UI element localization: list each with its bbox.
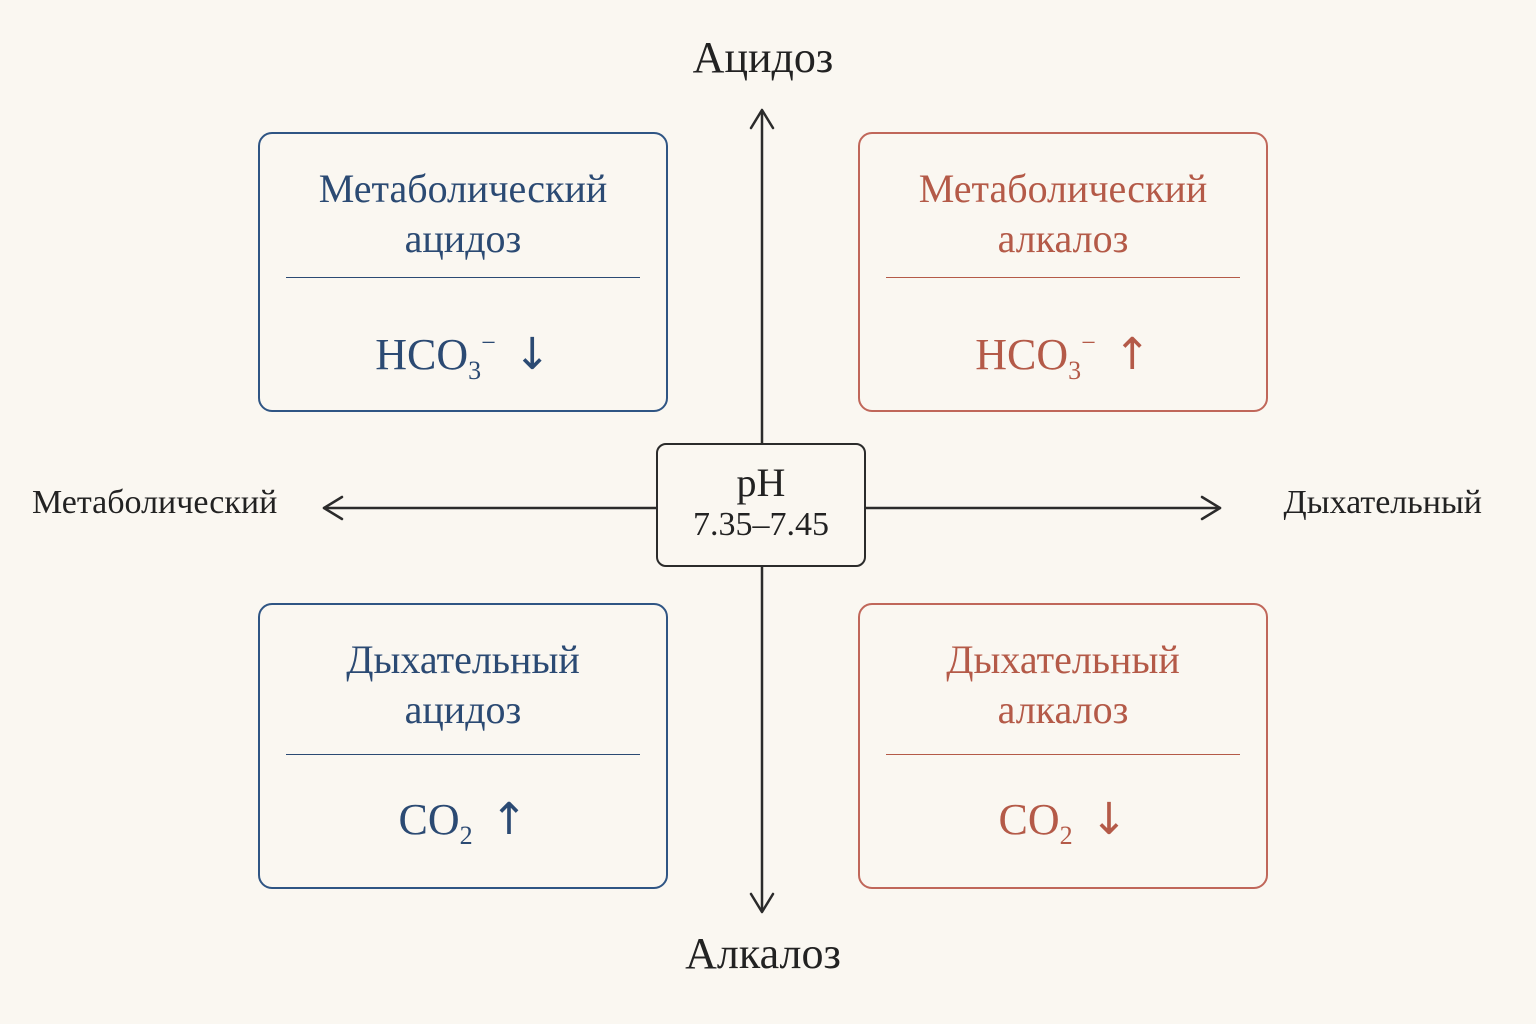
card-divider [286, 277, 640, 278]
arrowhead-down-icon [749, 892, 775, 914]
card-metabolic-acidosis: Метаболический ацидоз HCO3−↓ [258, 132, 668, 412]
formula-base: CO [998, 795, 1060, 844]
card-title-line2: ацидоз [404, 687, 522, 732]
arrow-down-icon: ↓ [513, 329, 551, 380]
card-title-line2: алкалоз [997, 216, 1129, 261]
axis-label-acidosis: Ацидоз [692, 33, 834, 82]
formula-subscript: 3 [1068, 356, 1082, 385]
card-title-line1: Дыхательный [346, 637, 580, 682]
arrow-up-icon: ↑ [490, 794, 528, 845]
formula-base: CO [398, 795, 460, 844]
card-title: Метаболический ацидоз [260, 164, 666, 264]
arrow-up-icon: ↑ [1113, 329, 1151, 380]
card-title-line2: ацидоз [404, 216, 522, 261]
axis-label-alkalosis: Алкалоз [685, 929, 841, 978]
formula-superscript: − [1081, 328, 1096, 357]
formula-subscript: 2 [459, 821, 473, 850]
card-title-line2: алкалоз [997, 687, 1129, 732]
card-divider [286, 754, 640, 755]
formula-hco3: HCO3−↓ [260, 316, 666, 398]
card-divider [886, 754, 1240, 755]
formula-co2: CO2 ↓ [860, 793, 1266, 863]
arrow-down-icon: ↓ [1090, 794, 1128, 845]
formula-subscript: 3 [468, 356, 482, 385]
card-title-line1: Дыхательный [946, 637, 1180, 682]
arrowhead-left-icon [322, 495, 344, 521]
arrowhead-right-icon [1200, 495, 1222, 521]
card-title-line1: Метаболический [318, 166, 608, 211]
formula-base: HCO [375, 330, 469, 379]
arrowhead-up-icon [749, 108, 775, 130]
ph-label: pH [736, 460, 786, 505]
card-title: Дыхательный ацидоз [260, 635, 666, 735]
axis-label-metabolic: Метаболический [32, 484, 278, 521]
card-title: Дыхательный алкалоз [860, 635, 1266, 735]
formula-co2: CO2 ↑ [260, 793, 666, 863]
formula-subscript: 2 [1059, 821, 1073, 850]
ph-center-box: pH 7.35–7.45 [656, 443, 866, 567]
card-divider [886, 277, 1240, 278]
card-title: Метаболический алкалоз [860, 164, 1266, 264]
card-respiratory-acidosis: Дыхательный ацидоз CO2 ↑ [258, 603, 668, 889]
formula-hco3: HCO3−↑ [860, 316, 1266, 398]
ph-range: 7.35–7.45 [693, 506, 829, 543]
formula-superscript: − [481, 328, 496, 357]
card-metabolic-alkalosis: Метаболический алкалоз HCO3−↑ [858, 132, 1268, 412]
axis-label-respiratory: Дыхательный [1283, 484, 1482, 521]
card-title-line1: Метаболический [918, 166, 1208, 211]
card-respiratory-alkalosis: Дыхательный алкалоз CO2 ↓ [858, 603, 1268, 889]
formula-base: HCO [975, 330, 1069, 379]
